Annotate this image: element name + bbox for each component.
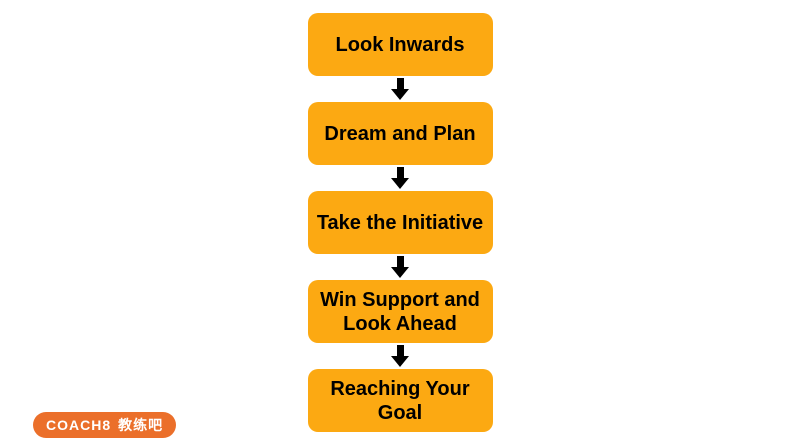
- flow-step-label: Reaching Your Goal: [330, 377, 470, 424]
- flow-step-look-inwards: Look Inwards: [307, 13, 493, 76]
- down-arrow-icon: [391, 167, 409, 189]
- arrow-stem: [396, 167, 404, 178]
- flow-step-win-support: Win Support and Look Ahead: [307, 280, 493, 343]
- arrow-head: [391, 267, 409, 278]
- down-arrow-icon: [391, 78, 409, 100]
- flow-step-label: Win Support and Look Ahead: [320, 288, 480, 335]
- flow-step-take-the-initiative: Take the Initiative: [307, 191, 493, 254]
- arrow-head: [391, 178, 409, 189]
- coach8-logo-chinese-text: 教练吧: [118, 417, 164, 433]
- arrow-head: [391, 356, 409, 367]
- down-arrow-icon: [391, 256, 409, 278]
- flow-step-label: Dream and Plan: [324, 122, 476, 145]
- arrow-stem: [396, 78, 404, 89]
- flow-step-label: Take the Initiative: [316, 211, 484, 234]
- flow-step-label: Look Inwards: [335, 33, 465, 56]
- arrow-stem: [396, 345, 404, 356]
- arrow-stem: [396, 256, 404, 267]
- coach8-logo: COACH8 教练吧: [33, 412, 177, 438]
- flow-step-reaching-your-goal: Reaching Your Goal: [307, 369, 493, 432]
- flowchart: Look Inwards Dream and Plan Take the Ini…: [0, 13, 800, 432]
- coach8-logo-brand-text: COACH8: [46, 417, 112, 433]
- arrow-head: [391, 89, 409, 100]
- flow-step-dream-and-plan: Dream and Plan: [307, 102, 493, 165]
- down-arrow-icon: [391, 345, 409, 367]
